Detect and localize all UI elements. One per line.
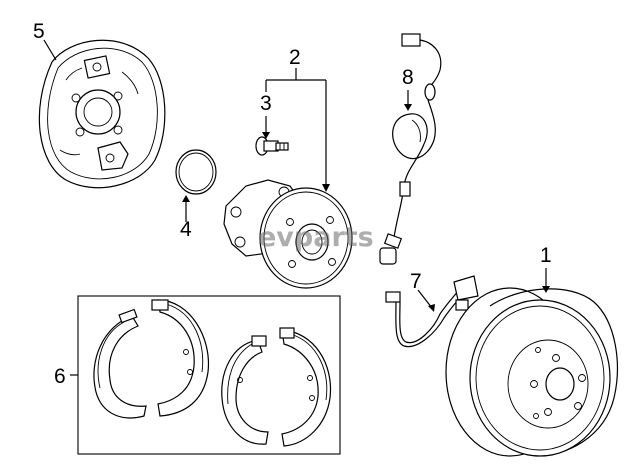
abs-sensor-part — [379, 33, 442, 265]
brake-line-part — [385, 275, 479, 348]
leader-line-7 — [417, 289, 433, 309]
callout-1: 1 — [540, 244, 552, 267]
o-ring-part — [175, 149, 217, 195]
watermark-logo: evparts — [258, 222, 374, 253]
callout-3: 3 — [260, 92, 272, 115]
hub-bolt-part — [255, 136, 289, 156]
backing-plate-part — [38, 39, 166, 189]
callout-8: 8 — [402, 66, 414, 89]
callout-2: 2 — [289, 46, 301, 69]
callout-4: 4 — [180, 218, 192, 241]
callout-6: 6 — [54, 365, 66, 388]
callout-7: 7 — [410, 270, 422, 293]
leader-line-5 — [43, 39, 57, 61]
callout-5: 5 — [33, 20, 45, 43]
hub-bearing-part — [223, 179, 353, 289]
brake-drum-part — [445, 287, 618, 457]
brake-shoe-set-part — [93, 299, 332, 447]
